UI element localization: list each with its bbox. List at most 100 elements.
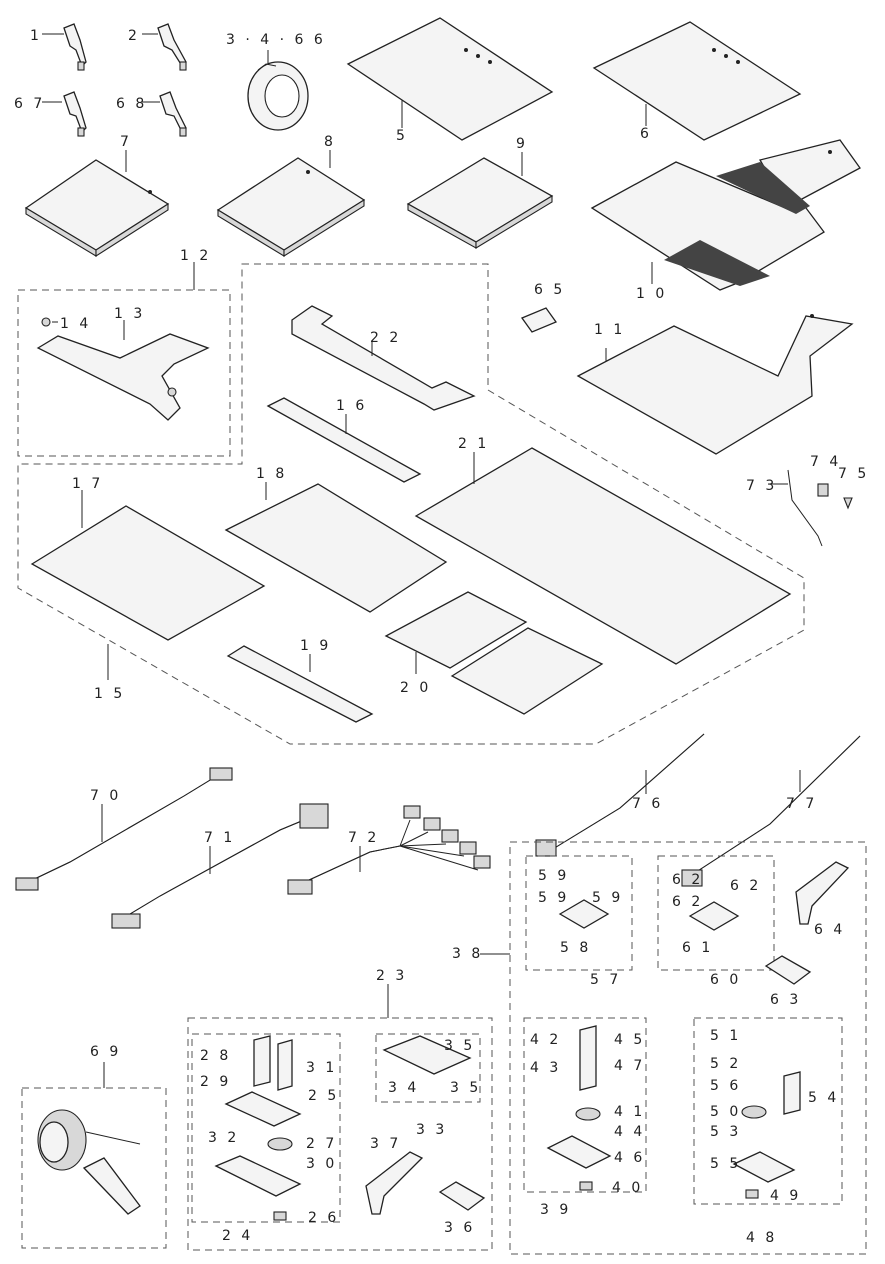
label-56: 5 6 bbox=[710, 1078, 741, 1094]
label-63: 6 3 bbox=[770, 992, 801, 1008]
label-40: 4 0 bbox=[612, 1180, 643, 1196]
lever-64 bbox=[795, 861, 850, 925]
label-12: 1 2 bbox=[180, 248, 211, 264]
label-33: 3 3 bbox=[416, 1122, 447, 1138]
bracket-13 bbox=[36, 317, 210, 421]
plate-7 bbox=[24, 159, 170, 258]
label-35-top: 3 5 bbox=[444, 1038, 475, 1054]
label-72: 7 2 bbox=[348, 830, 379, 846]
label-70: 7 0 bbox=[90, 788, 121, 804]
label-29: 2 9 bbox=[200, 1074, 231, 1090]
label-38: 3 8 bbox=[452, 946, 483, 962]
label-46: 4 6 bbox=[614, 1150, 645, 1166]
plate-11 bbox=[576, 314, 854, 455]
label-62-left: 6 2 bbox=[672, 894, 703, 910]
label-43: 4 3 bbox=[530, 1060, 561, 1076]
label-8: 8 bbox=[324, 134, 336, 150]
label-57: 5 7 bbox=[590, 972, 621, 988]
label-62-right: 6 2 bbox=[730, 878, 761, 894]
feed-ring-part bbox=[247, 61, 309, 131]
plate-8 bbox=[216, 157, 366, 257]
label-52: 5 2 bbox=[710, 1056, 741, 1072]
label-59-top: 5 9 bbox=[538, 868, 569, 884]
label-2: 2 bbox=[128, 28, 140, 44]
group-60-box bbox=[657, 855, 775, 971]
block-36 bbox=[438, 1181, 486, 1211]
label-59-left: 5 9 bbox=[538, 890, 569, 906]
group-15-box bbox=[17, 263, 805, 745]
label-16: 1 6 bbox=[336, 398, 367, 414]
presser-foot-1 bbox=[63, 23, 87, 71]
label-50: 5 0 bbox=[710, 1104, 741, 1120]
label-30: 3 0 bbox=[306, 1156, 337, 1172]
group-23-box bbox=[187, 1017, 493, 1251]
group-48-box bbox=[693, 1017, 843, 1205]
plate-34 bbox=[382, 1035, 472, 1075]
cable-76 bbox=[535, 733, 705, 857]
label-44: 4 4 bbox=[614, 1124, 645, 1140]
label-27: 2 7 bbox=[306, 1136, 337, 1152]
label-53: 5 3 bbox=[710, 1124, 741, 1140]
sheet-20 bbox=[384, 591, 604, 715]
lever-37 bbox=[365, 1151, 424, 1215]
label-6: 6 bbox=[640, 126, 652, 142]
label-10: 1 0 bbox=[636, 286, 667, 302]
label-71: 7 1 bbox=[204, 830, 235, 846]
cable-72 bbox=[287, 805, 491, 895]
cable-70 bbox=[15, 767, 233, 891]
label-37: 3 7 bbox=[370, 1136, 401, 1152]
label-20: 2 0 bbox=[400, 680, 431, 696]
block-63 bbox=[764, 955, 812, 985]
plate-61 bbox=[688, 901, 740, 931]
label-24: 2 4 bbox=[222, 1228, 253, 1244]
label-51: 5 1 bbox=[710, 1028, 741, 1044]
presser-foot-67 bbox=[63, 91, 87, 137]
group-39-box bbox=[523, 1017, 647, 1193]
label-41: 4 1 bbox=[614, 1104, 645, 1120]
group-24-box bbox=[191, 1033, 341, 1223]
label-36: 3 6 bbox=[444, 1220, 475, 1236]
label-69: 6 9 bbox=[90, 1044, 121, 1060]
assembly-39 bbox=[546, 1025, 612, 1191]
label-18: 1 8 bbox=[256, 466, 287, 482]
plate-6 bbox=[592, 21, 802, 141]
label-5: 5 bbox=[396, 128, 408, 144]
bracket-65 bbox=[520, 307, 558, 333]
label-23: 2 3 bbox=[376, 968, 407, 984]
label-32: 3 2 bbox=[208, 1130, 239, 1146]
label-59-right: 5 9 bbox=[592, 890, 623, 906]
label-31: 3 1 bbox=[306, 1060, 337, 1076]
strip-19 bbox=[226, 645, 374, 723]
label-34: 3 4 bbox=[388, 1080, 419, 1096]
label-62-top: 6 2 bbox=[672, 872, 703, 888]
sheet-17 bbox=[30, 505, 266, 641]
mesh-plate-10 bbox=[590, 139, 861, 291]
presser-foot-2 bbox=[157, 23, 187, 71]
label-42: 4 2 bbox=[530, 1032, 561, 1048]
label-13: 1 3 bbox=[114, 306, 145, 322]
cable-71 bbox=[111, 803, 329, 929]
group-69-box bbox=[21, 1087, 167, 1249]
label-9: 9 bbox=[516, 136, 528, 152]
group-33-box bbox=[375, 1033, 481, 1103]
label-64: 6 4 bbox=[814, 922, 845, 938]
label-47: 4 7 bbox=[614, 1058, 645, 1074]
label-77: 7 7 bbox=[786, 796, 817, 812]
collar-74 bbox=[817, 483, 829, 497]
plate-58 bbox=[558, 899, 610, 929]
label-68: 6 8 bbox=[116, 96, 147, 112]
presser-foot-68 bbox=[159, 91, 187, 137]
assembly-48 bbox=[732, 1071, 801, 1199]
label-74: 7 4 bbox=[810, 454, 841, 470]
sheet-18 bbox=[224, 483, 448, 613]
label-25: 2 5 bbox=[308, 1088, 339, 1104]
label-67: 6 7 bbox=[14, 96, 45, 112]
label-17: 1 7 bbox=[72, 476, 103, 492]
label-3-4-66: 3 · 4 · 6 6 bbox=[226, 32, 326, 48]
label-19: 1 9 bbox=[300, 638, 331, 654]
label-45: 4 5 bbox=[614, 1032, 645, 1048]
label-15: 1 5 bbox=[94, 686, 125, 702]
label-49: 4 9 bbox=[770, 1188, 801, 1204]
